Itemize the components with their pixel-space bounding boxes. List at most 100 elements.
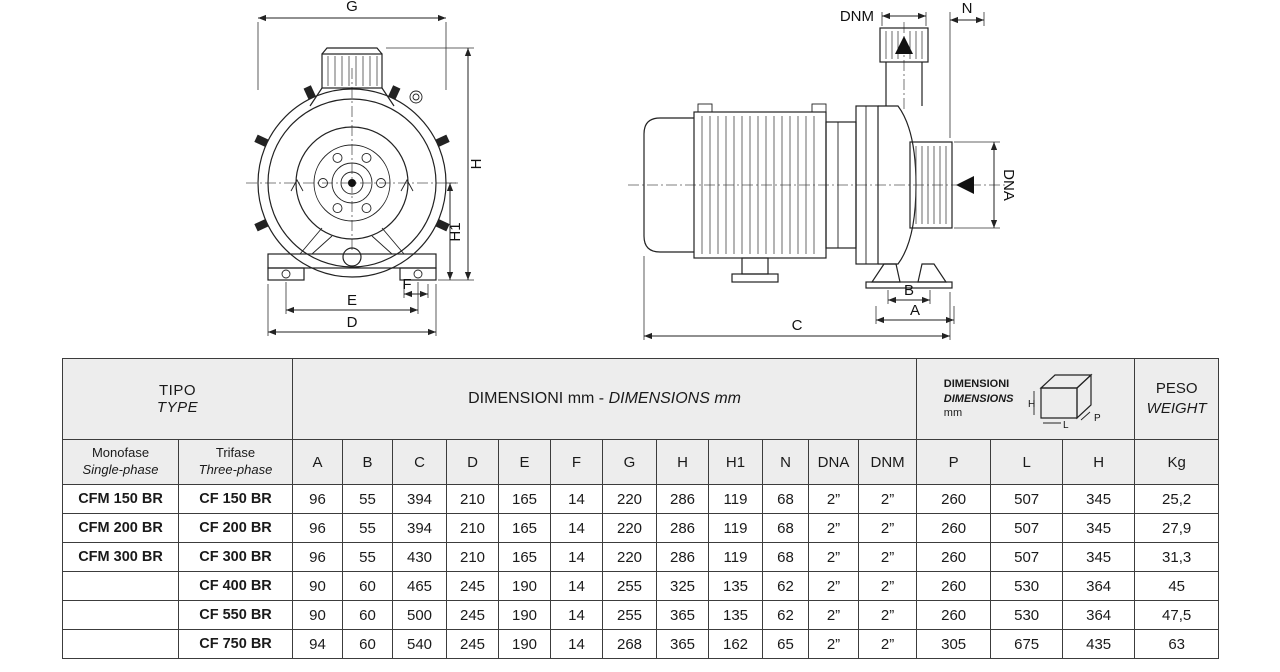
- col-header-p: P: [916, 439, 992, 485]
- cell-b: 60: [342, 571, 393, 601]
- cell-l: 530: [990, 571, 1064, 601]
- cell-g: 255: [602, 571, 657, 601]
- cell-l: 507: [990, 513, 1064, 543]
- cell-p: 260: [916, 484, 992, 514]
- header-dimensions: DIMENSIONI mm - DIMENSIONS mm: [291, 358, 918, 440]
- col-header-h-overall: H: [1062, 439, 1136, 485]
- cell-c: 540: [392, 629, 447, 659]
- cell-a: 96: [292, 484, 343, 514]
- col-header-b: B: [342, 439, 393, 485]
- table-row: CFM 200 BR CF 200 BR 96 55 394 210 165 1…: [62, 513, 1220, 543]
- box-label-h: H: [1028, 399, 1035, 410]
- flow-arrow-up-icon: [895, 36, 913, 54]
- cell-g: 268: [602, 629, 657, 659]
- flow-arrow-left-icon: [956, 176, 974, 194]
- cell-h: 365: [656, 629, 709, 659]
- col-header-trifase: Trifase Three-phase: [178, 439, 293, 485]
- cell-c: 430: [392, 542, 447, 572]
- cell-h-overall: 345: [1062, 542, 1136, 572]
- col-header-g: G: [602, 439, 657, 485]
- table-row: CF 400 BR 90 60 465 245 190 14 255 325 1…: [62, 571, 1220, 601]
- cell-trifase: CF 300 BR: [178, 542, 293, 572]
- header-dimbox-unit: mm: [943, 407, 963, 420]
- box-label-p: P: [1094, 413, 1101, 424]
- cell-dnm: 2”: [857, 513, 918, 543]
- cell-monofase: CFM 200 BR: [62, 513, 179, 543]
- cell-n: 68: [762, 484, 809, 514]
- cell-monofase: [62, 571, 179, 601]
- cell-h1: 119: [708, 513, 763, 543]
- table-row: CFM 300 BR CF 300 BR 96 55 430 210 165 1…: [62, 542, 1220, 572]
- header-tipo-it: TIPO: [158, 382, 196, 399]
- dim-label-h: H: [468, 159, 485, 170]
- dim-label-n: N: [962, 0, 973, 17]
- cell-e: 190: [498, 600, 551, 630]
- table-header-row-2: Monofase Single-phase Trifase Three-phas…: [62, 439, 1220, 485]
- col-header-e: E: [498, 439, 551, 485]
- cell-b: 55: [342, 542, 393, 572]
- cell-monofase: [62, 629, 179, 659]
- cell-weight: 25,2: [1134, 484, 1220, 514]
- cell-dnm: 2”: [857, 629, 918, 659]
- dim-label-g: G: [346, 0, 358, 15]
- cell-trifase: CF 750 BR: [178, 629, 293, 659]
- cell-d: 210: [446, 542, 499, 572]
- dim-label-dna: DNA: [1000, 169, 1017, 201]
- cell-b: 60: [342, 600, 393, 630]
- cell-h1: 162: [708, 629, 763, 659]
- dim-label-b: B: [904, 282, 914, 299]
- col-header-n: N: [762, 439, 809, 485]
- dimension-box-icon: H L P: [1028, 373, 1101, 430]
- dim-label-d: D: [347, 314, 358, 331]
- cell-n: 68: [762, 542, 809, 572]
- cell-trifase: CF 200 BR: [178, 513, 293, 543]
- cell-monofase: CFM 150 BR: [62, 484, 179, 514]
- cell-dna: 2”: [808, 484, 859, 514]
- cell-dna: 2”: [808, 600, 859, 630]
- dim-label-e: E: [347, 292, 357, 309]
- cell-a: 96: [292, 513, 343, 543]
- cell-e: 190: [498, 629, 551, 659]
- table-row: CF 550 BR 90 60 500 245 190 14 255 365 1…: [62, 600, 1220, 630]
- table-row: CFM 150 BR CF 150 BR 96 55 394 210 165 1…: [62, 484, 1220, 514]
- cell-h1: 135: [708, 571, 763, 601]
- cell-dnm: 2”: [857, 542, 918, 572]
- header-peso-en: WEIGHT: [1146, 400, 1207, 417]
- cell-l: 507: [990, 484, 1064, 514]
- cell-dnm: 2”: [857, 484, 918, 514]
- table-header-row-1: TIPO TYPE DIMENSIONI mm - DIMENSIONS mm …: [62, 358, 1220, 440]
- cell-h: 325: [656, 571, 709, 601]
- cell-n: 68: [762, 513, 809, 543]
- cell-c: 500: [392, 600, 447, 630]
- pump-side-view-drawing: DNM N DNA B A C: [628, 0, 1017, 340]
- header-overall-dimensions: DIMENSIONI DIMENSIONS mm H L P: [916, 358, 1136, 440]
- col-header-h: H: [656, 439, 709, 485]
- cell-a: 94: [292, 629, 343, 659]
- cell-g: 220: [602, 513, 657, 543]
- technical-drawings: G H H1 F E D: [246, 0, 1017, 340]
- cell-weight: 31,3: [1134, 542, 1220, 572]
- cell-n: 65: [762, 629, 809, 659]
- cell-f: 14: [550, 629, 603, 659]
- cell-d: 210: [446, 513, 499, 543]
- col-header-a: A: [292, 439, 343, 485]
- cell-l: 675: [990, 629, 1064, 659]
- cell-weight: 63: [1134, 629, 1220, 659]
- dimensions-table: TIPO TYPE DIMENSIONI mm - DIMENSIONS mm …: [62, 358, 1220, 659]
- cell-h: 365: [656, 600, 709, 630]
- cell-b: 55: [342, 484, 393, 514]
- cell-trifase: CF 550 BR: [178, 600, 293, 630]
- cell-c: 465: [392, 571, 447, 601]
- table-body: CFM 150 BR CF 150 BR 96 55 394 210 165 1…: [62, 484, 1220, 659]
- cell-c: 394: [392, 513, 447, 543]
- cell-g: 220: [602, 542, 657, 572]
- cell-d: 245: [446, 629, 499, 659]
- cell-h1: 119: [708, 484, 763, 514]
- cell-g: 220: [602, 484, 657, 514]
- header-dimensions-it: DIMENSIONI mm -: [468, 390, 609, 407]
- cell-dna: 2”: [808, 513, 859, 543]
- cell-a: 96: [292, 542, 343, 572]
- cell-d: 245: [446, 571, 499, 601]
- cell-f: 14: [550, 542, 603, 572]
- col-header-f: F: [550, 439, 603, 485]
